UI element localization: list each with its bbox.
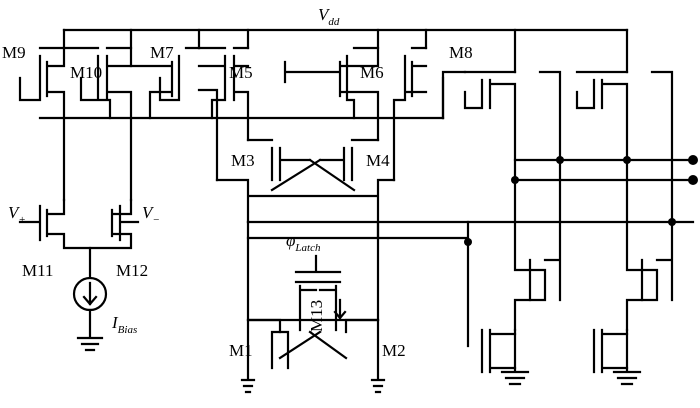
label-m3: M3 xyxy=(231,151,255,170)
vdd-label: Vdd xyxy=(318,5,340,28)
label-m1: M1 xyxy=(229,341,253,360)
pmos-m5 xyxy=(197,46,250,182)
label-m6: M6 xyxy=(360,63,384,82)
label-m9: M9 xyxy=(2,43,26,62)
label-m11: M11 xyxy=(22,261,54,280)
input-pair xyxy=(18,198,140,352)
vdd-rail xyxy=(62,28,629,74)
label-m5: M5 xyxy=(229,63,253,82)
vplus-label: V+ xyxy=(8,203,26,226)
label-m12: M12 xyxy=(116,261,148,280)
pmos-m6 xyxy=(283,46,380,142)
label-m8: M8 xyxy=(449,43,473,62)
junction-dots xyxy=(464,155,698,246)
ibias-label: IBias xyxy=(111,313,137,336)
output-buffers xyxy=(463,70,695,386)
latch-label: φLatch xyxy=(286,231,321,254)
label-m10: M10 xyxy=(70,63,102,82)
label-m2: M2 xyxy=(382,341,406,360)
pmos-m9 xyxy=(18,46,66,120)
label-m7: M7 xyxy=(150,43,174,62)
label-m4: M4 xyxy=(366,151,390,170)
label-m13: M13 xyxy=(307,300,326,332)
pmos-m8 xyxy=(392,46,445,182)
bias-line xyxy=(38,70,467,202)
latch-core xyxy=(240,220,386,394)
pmos-m7 xyxy=(129,46,201,120)
pmos-m10 xyxy=(62,46,133,120)
cross-coupled-m3-m4 xyxy=(215,138,396,224)
vminus-label: V− xyxy=(142,203,160,226)
